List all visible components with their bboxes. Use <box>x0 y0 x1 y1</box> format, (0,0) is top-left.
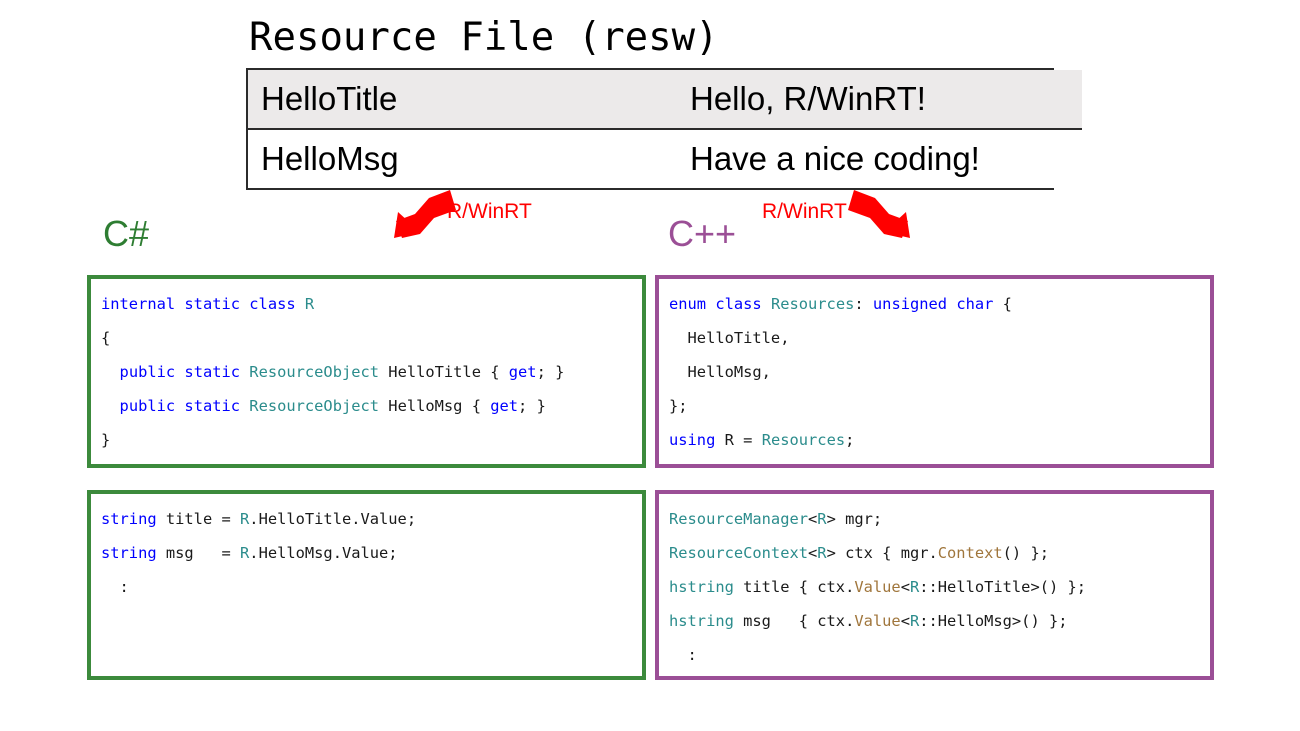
code-line: { <box>101 329 111 347</box>
rwinrt-label-right: R/WinRT <box>762 200 847 223</box>
table-row: HelloMsg Have a nice coding! <box>248 128 1082 188</box>
code-block-csharp-usage: string title = R.HelloTitle.Value; string… <box>87 490 646 680</box>
code-line: hstring title { ctx.Value<R::HelloTitle>… <box>669 578 1087 596</box>
code-body: ResourceManager<R> mgr; ResourceContext<R… <box>659 494 1210 672</box>
language-label-cpp: C++ <box>668 213 737 254</box>
code-line: internal static class R <box>101 295 315 313</box>
code-line: HelloMsg, <box>669 363 771 381</box>
table-row: HelloTitle Hello, R/WinRT! <box>248 70 1082 129</box>
code-line: HelloTitle, <box>669 329 790 347</box>
resource-key-cell: HelloTitle <box>261 80 398 117</box>
resource-value-cell: Have a nice coding! <box>677 128 1082 188</box>
code-body: internal static class R { public static R… <box>91 279 642 457</box>
code-line: : <box>669 646 697 664</box>
page-title: Resource File (resw) <box>249 15 719 60</box>
code-line: using R = Resources; <box>669 431 855 449</box>
code-block-csharp-declaration: internal static class R { public static R… <box>87 275 646 468</box>
code-line: string msg = R.HelloMsg.Value; <box>101 544 398 562</box>
code-line: public static ResourceObject HelloTitle … <box>119 363 565 381</box>
code-body: enum class Resources: unsigned char { He… <box>659 279 1210 457</box>
code-line: enum class Resources: unsigned char { <box>669 295 1012 313</box>
resource-key-cell: HelloMsg <box>248 128 677 188</box>
language-label-csharp: C# <box>103 213 150 254</box>
arrow-down-left-icon <box>394 190 456 238</box>
code-line: hstring msg { ctx.Value<R::HelloMsg>() }… <box>669 612 1068 630</box>
code-line: } <box>101 431 111 449</box>
resource-table-body: HelloTitle Hello, R/WinRT! HelloMsg Have… <box>248 70 1082 188</box>
code-line: public static ResourceObject HelloMsg { … <box>119 397 546 415</box>
code-block-cpp-usage: ResourceManager<R> mgr; ResourceContext<R… <box>655 490 1214 680</box>
code-line: ResourceContext<R> ctx { mgr.Context() }… <box>669 544 1049 562</box>
code-line: string title = R.HelloTitle.Value; <box>101 510 417 528</box>
resource-file-table: HelloTitle Hello, R/WinRT! HelloMsg Have… <box>246 68 1082 190</box>
code-body: string title = R.HelloTitle.Value; string… <box>91 494 642 604</box>
resource-value-cell: Hello, R/WinRT! <box>690 80 926 117</box>
code-line: : <box>101 578 129 596</box>
code-line: ResourceManager<R> mgr; <box>669 510 883 528</box>
code-block-cpp-declaration: enum class Resources: unsigned char { He… <box>655 275 1214 468</box>
rwinrt-label-left: R/WinRT <box>447 200 532 223</box>
arrow-down-right-icon <box>848 190 910 238</box>
code-line: }; <box>669 397 688 415</box>
